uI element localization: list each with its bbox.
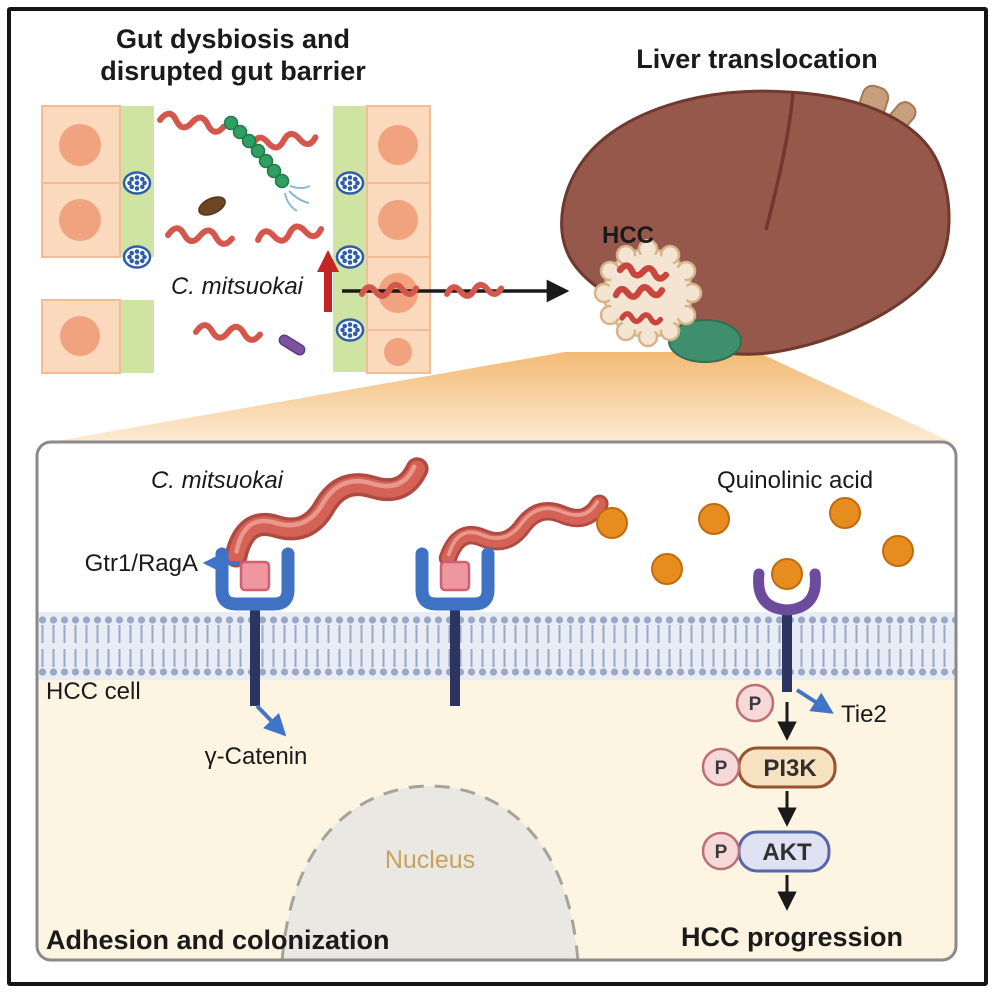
mucus-layer — [120, 300, 154, 373]
gut-title-line1: Gut dysbiosis and — [116, 24, 350, 54]
gut-epithelium-right — [333, 105, 431, 374]
cell-nucleus — [378, 200, 418, 240]
gut-title-line2: disrupted gut barrier — [100, 56, 366, 86]
phospho-label: P — [715, 842, 728, 863]
cell-bacterium-label: C. mitsuokai — [151, 467, 284, 494]
tight-junction-icon — [335, 245, 365, 269]
pi3k-label: PI3K — [763, 755, 817, 782]
bacterium-icon — [196, 324, 261, 340]
cell-label: HCC cell — [46, 678, 141, 705]
adhesin-square — [239, 560, 271, 592]
figure-border — [7, 7, 988, 986]
gut-panel: Gut dysbiosis and disrupted gut barrier — [41, 24, 431, 374]
bacterium-icon — [159, 112, 224, 133]
nucleus-label: Nucleus — [385, 846, 475, 874]
tie2-arrow — [795, 688, 834, 714]
quinolinic-acid-molecule — [698, 503, 730, 535]
liver-panel: Liver translocation — [560, 44, 951, 363]
tight-junction-icon — [122, 171, 152, 195]
quinolinic-acid-molecule — [882, 535, 914, 567]
adhesin-square — [439, 560, 471, 592]
cell-nucleus — [59, 124, 101, 166]
cell-nucleus — [384, 338, 412, 366]
bacterial-receptor — [215, 547, 295, 611]
extracellular-space — [37, 442, 956, 612]
tight-junction-icon — [335, 318, 365, 342]
caption-adhesion: Adhesion and colonization — [46, 925, 390, 955]
phospho-label: P — [715, 758, 728, 779]
quinolinic-acid-molecule — [596, 507, 628, 539]
tight-junction-icon — [335, 171, 365, 195]
cell-nucleus — [378, 125, 418, 165]
tie2-label: Tie2 — [841, 701, 887, 728]
receptor-stem — [250, 602, 260, 706]
cell-nucleus — [59, 199, 101, 241]
tumor-label: HCC — [602, 222, 654, 249]
quinolinic-acid-molecule — [829, 497, 861, 529]
tight-junction-icon — [122, 245, 152, 269]
bacterium-icon — [168, 227, 233, 245]
akt-label: AKT — [762, 839, 812, 866]
gut-epithelium-left — [41, 105, 154, 374]
quinolinic-acid-molecule — [771, 558, 803, 590]
tie2-receptor — [753, 568, 821, 616]
chain-bacterium-icon — [223, 115, 311, 212]
gut-lumen-microbes — [159, 112, 322, 356]
flagella-icon — [284, 185, 311, 212]
receptor-stem — [450, 602, 460, 706]
catenin-label: γ-Catenin — [205, 743, 308, 770]
translocation-path — [342, 279, 570, 303]
nucleus — [280, 784, 580, 960]
bacterial-receptor — [415, 547, 495, 611]
caption-progression: HCC progression — [681, 922, 903, 952]
receptor-stem — [782, 610, 792, 692]
cell-panel-border — [35, 440, 958, 962]
liver-lobe-seam — [764, 92, 795, 231]
signaling-cascade: P Tie2 P PI3K P AKT — [701, 683, 887, 911]
phospho-circle — [735, 683, 775, 723]
adhesin-label: Gtr1/RagA — [85, 550, 198, 577]
gallbladder — [668, 319, 742, 363]
phospho-label: P — [749, 694, 762, 715]
liver-illustration: HCC — [560, 84, 951, 363]
hcc-tumor — [593, 238, 703, 348]
quinolinic-acid-molecule — [651, 553, 683, 585]
gut-bacterium-label: C. mitsuokai — [171, 273, 304, 300]
bacterium-icon — [257, 223, 322, 244]
cell-nucleus — [60, 316, 100, 356]
quinolinic-acid-molecules — [596, 497, 914, 585]
phospho-circle — [701, 831, 741, 871]
metabolite-label: Quinolinic acid — [717, 467, 873, 494]
zoom-funnel — [39, 352, 956, 444]
cell-membrane — [37, 612, 956, 680]
rod-bacterium-icon — [198, 196, 226, 216]
liver-title: Liver translocation — [636, 44, 878, 74]
cell-panel: C. mitsuokai Quinolinic acid Gtr1/RagA γ… — [35, 440, 958, 962]
increase-arrow — [317, 250, 339, 312]
rod-bacterium-icon — [278, 334, 306, 356]
cell-nucleus — [378, 273, 418, 313]
phospho-circle — [701, 747, 741, 787]
catenin-arrow — [255, 704, 287, 737]
